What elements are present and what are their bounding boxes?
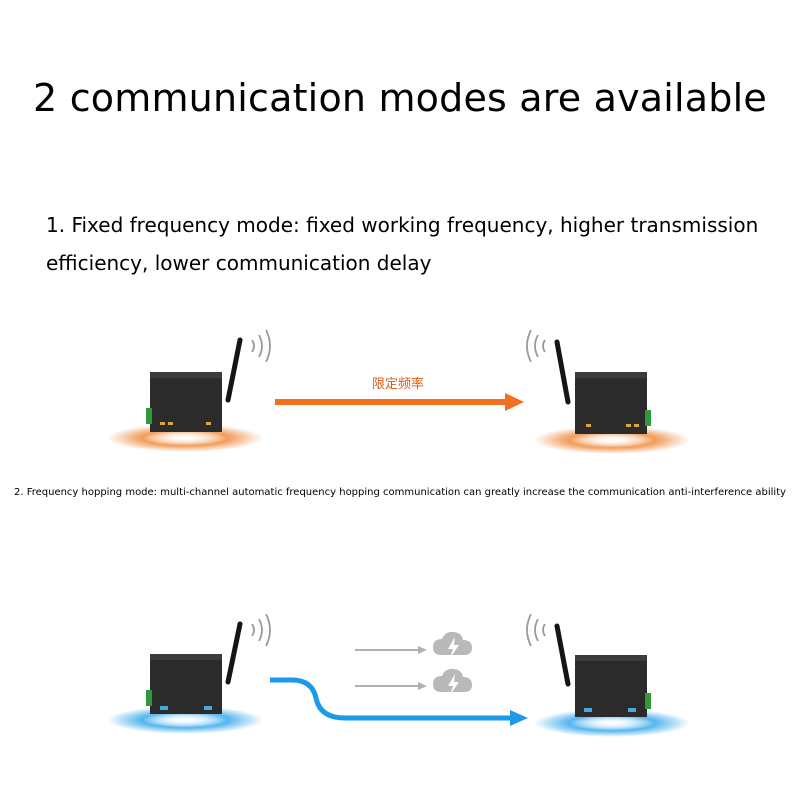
led-indicator	[204, 706, 212, 710]
led-indicator	[160, 422, 165, 425]
fixed-frequency-diagram: 限定频率	[107, 329, 690, 454]
interference-arrow	[355, 682, 427, 690]
led-indicator	[634, 424, 639, 427]
device-top	[575, 372, 647, 378]
transmitter-device	[107, 613, 271, 734]
frequency-hopping-diagram	[107, 613, 690, 737]
cloud-lightning-icon	[433, 668, 472, 695]
led-indicator	[586, 424, 591, 427]
green-terminal	[146, 408, 152, 424]
arrow-label: 限定频率	[372, 376, 424, 392]
signal-waves-icon	[526, 329, 546, 363]
device-body	[150, 654, 222, 714]
transmitter-device	[107, 329, 271, 452]
signal-waves-icon	[526, 613, 546, 647]
device-body	[575, 372, 647, 434]
led-indicator	[160, 706, 168, 710]
device-top	[575, 655, 647, 661]
antenna	[554, 339, 571, 405]
receiver-device	[526, 613, 690, 737]
arrow-head	[510, 710, 528, 726]
frequency-hopping-arrow	[270, 677, 528, 726]
signal-waves-icon	[251, 613, 271, 647]
cloud-lightning-icon	[433, 631, 472, 658]
led-indicator	[626, 424, 631, 427]
led-indicator	[206, 422, 211, 425]
green-terminal	[146, 690, 152, 706]
arrow-head	[505, 393, 524, 411]
blue-glow	[107, 706, 263, 734]
fixed-frequency-arrow	[275, 393, 524, 411]
green-terminal	[645, 693, 651, 709]
led-indicator	[628, 708, 636, 712]
blue-glow	[534, 709, 690, 737]
orange-glow	[534, 426, 690, 454]
mode1-description: 1. Fixed frequency mode: fixed working f…	[46, 213, 759, 275]
signal-waves-icon	[251, 329, 271, 363]
interference-arrow	[355, 646, 427, 654]
receiver-device	[526, 329, 690, 454]
led-indicator	[584, 708, 592, 712]
antenna	[225, 621, 243, 685]
led-indicator	[168, 422, 173, 425]
device-body	[575, 655, 647, 717]
page-title: 2 communication modes are available	[33, 76, 767, 120]
mode2-description: 2. Frequency hopping mode: multi-channel…	[13, 487, 787, 498]
antenna	[554, 623, 571, 687]
device-top	[150, 654, 222, 660]
antenna	[225, 337, 243, 403]
green-terminal	[645, 410, 651, 426]
orange-glow	[107, 424, 263, 452]
device-top	[150, 372, 222, 378]
